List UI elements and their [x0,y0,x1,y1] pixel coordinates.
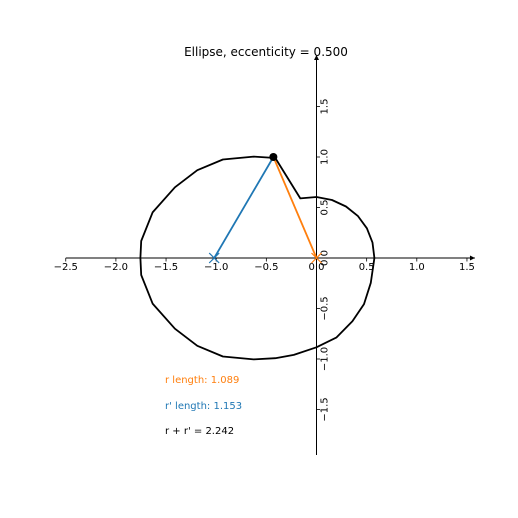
x-tick-label: −1.5 [154,262,178,273]
y-tick-label: 0.5 [320,200,331,216]
r-line [272,156,318,259]
y-tick-label: −1.5 [320,397,331,421]
x-tick-label: 1.5 [459,262,475,273]
x-tick-label: −2.5 [54,262,78,273]
annotation-r-length: r length: 1.089 [165,375,239,386]
ellipse-curve [139,155,376,361]
plot-area [139,153,376,361]
x-tick-label: 0.0 [309,262,325,273]
focus-f-prime-marker [208,252,220,264]
x-tick-label: 1.0 [409,262,425,273]
y-tick-label: 1.0 [320,149,331,165]
annotation-sum: r + r' = 2.242 [165,426,234,437]
y-tick-label: −1.0 [320,347,331,371]
annotation-r-prime-length: r' length: 1.153 [165,401,242,412]
x-tick-label: −0.5 [254,262,278,273]
y-tick-label: −0.5 [320,296,331,320]
r-prime-line [213,156,275,259]
x-axis-arrow [469,255,475,261]
y-tick-label: 0.0 [320,250,331,266]
x-tick-label: 0.5 [359,262,375,273]
x-tick-label: −1.0 [204,262,228,273]
chart-title: Ellipse, eccenticity = 0.500 [184,45,348,59]
point-marker [269,153,278,161]
x-tick-label: −2.0 [104,262,128,273]
y-axis-arrow [314,55,319,60]
focus-f-marker [311,252,322,264]
axes [65,55,475,455]
tick-marks: −2.5 −2.0 −1.5 −1.0 −0.5 0.0 0.5 1.0 1.5 −1.5 −1.0… [54,99,475,422]
y-tick-label: 1.5 [320,99,331,115]
